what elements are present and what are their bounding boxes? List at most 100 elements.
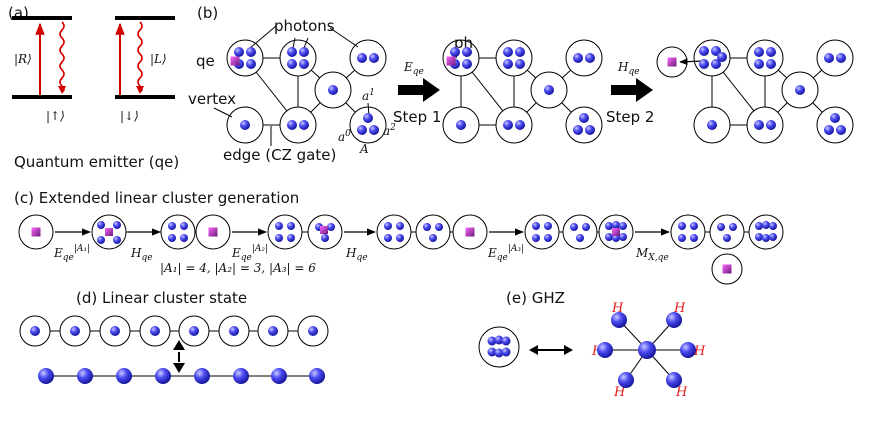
- panel-d-label: (d) Linear cluster state: [76, 289, 247, 307]
- photon-73: [429, 234, 437, 242]
- photon-and-emitter-marks: [30, 46, 846, 388]
- panel-d: (d) Linear cluster state: [19, 289, 329, 377]
- a0-label: a0: [338, 129, 351, 144]
- photon-32: [573, 125, 583, 135]
- emission-arrowhead-left: [58, 86, 66, 94]
- photon-39: [754, 47, 764, 57]
- panel-b-label: (b): [197, 4, 218, 22]
- op-E-A2: Eqe|A₂|: [231, 244, 268, 263]
- photon-23: [503, 59, 513, 69]
- quantum-emitter-1: [446, 56, 456, 66]
- ghz-equiv-arrow-left: [529, 345, 538, 355]
- photon-59: [180, 234, 188, 242]
- edge-label: edge (CZ gate): [223, 146, 336, 164]
- photon-29: [503, 120, 513, 130]
- photon-33: [585, 125, 595, 135]
- photon-37: [711, 59, 721, 69]
- photon-105: [229, 326, 239, 336]
- emission-wave-left: [59, 21, 65, 93]
- photon-63: [287, 234, 295, 242]
- quantum-emitter-5: [208, 227, 218, 237]
- photon-14: [363, 113, 373, 123]
- photon-49: [830, 113, 840, 123]
- ket-up: |↑⟩: [46, 109, 65, 123]
- step1-arrow: [398, 78, 440, 102]
- quantum-emitter-9: [722, 264, 732, 274]
- photon-46: [707, 120, 717, 130]
- photon-67: [384, 222, 392, 230]
- photon-125: [597, 342, 613, 358]
- op-E-A1: Eqe|A₁|: [53, 244, 90, 263]
- quantum-emitter-2: [667, 57, 677, 67]
- photon-66: [321, 234, 329, 242]
- photon-65: [327, 223, 335, 231]
- photon-34: [699, 46, 709, 56]
- vertex-label: vertex: [188, 90, 236, 108]
- photon-76: [532, 234, 540, 242]
- photon-50: [824, 125, 834, 135]
- photon-123: [611, 312, 627, 328]
- photon-86: [619, 233, 627, 241]
- photon-100: [30, 326, 40, 336]
- photon-112: [194, 368, 210, 384]
- photon-10: [328, 85, 338, 95]
- a1-label: a1: [362, 88, 375, 103]
- step2-arrow: [611, 78, 653, 102]
- photon-9: [369, 53, 379, 63]
- photon-53: [113, 221, 121, 229]
- photon-111: [155, 368, 171, 384]
- photon-115: [309, 368, 325, 384]
- photon-107: [308, 326, 318, 336]
- photon-81: [605, 222, 613, 230]
- photon-31: [579, 113, 589, 123]
- quantum-emitter-caption: Quantum emitter (qe): [14, 153, 179, 171]
- photon-106: [268, 326, 278, 336]
- photon-80: [576, 234, 584, 242]
- photon-20: [462, 59, 472, 69]
- step1-operator: Eqe: [403, 60, 424, 77]
- photon-68: [396, 222, 404, 230]
- photon-82: [612, 221, 620, 229]
- panel-b: (b): [188, 4, 854, 164]
- photon-16: [369, 125, 379, 135]
- step1-label: Step 1: [393, 108, 441, 126]
- photon-28: [456, 120, 466, 130]
- photon-22: [515, 47, 525, 57]
- photon-7: [299, 59, 309, 69]
- photon-42: [766, 59, 776, 69]
- photon-96: [769, 222, 777, 230]
- photon-75: [544, 222, 552, 230]
- photon-124: [666, 312, 682, 328]
- hadamard-label-4: H: [693, 344, 706, 359]
- photon-102: [110, 326, 120, 336]
- photon-38: [717, 52, 727, 62]
- quantum-emitter-8: [612, 228, 620, 236]
- ket-L: |L⟩: [150, 52, 167, 66]
- photon-83: [619, 222, 627, 230]
- set-A-label: A: [359, 142, 369, 156]
- photon-13: [299, 120, 309, 130]
- step2-operator: Hqe: [617, 60, 640, 77]
- photon-48: [766, 120, 776, 130]
- photon-116: [487, 336, 497, 346]
- photon-118: [501, 336, 511, 346]
- photon-122: [638, 341, 656, 359]
- photon-5: [299, 47, 309, 57]
- photon-69: [384, 234, 392, 242]
- photon-30: [515, 120, 525, 130]
- op-M-X: MX,qe: [635, 246, 669, 263]
- step2-label: Step 2: [606, 108, 654, 126]
- photon-89: [678, 234, 686, 242]
- photon-117: [494, 335, 504, 345]
- photon-77: [544, 234, 552, 242]
- photon-95: [762, 221, 770, 229]
- equivalence-arrow-down: [173, 363, 185, 373]
- photon-91: [717, 223, 725, 231]
- photon-18: [462, 47, 472, 57]
- set-sizes: |A₁| = 4, |A₂| = 3, |A₃| = 6: [160, 261, 316, 275]
- photon-78: [570, 223, 578, 231]
- photon-74: [532, 222, 540, 230]
- equivalence-arrow-up: [173, 340, 185, 350]
- panel-a: (a) |R⟩ |↑⟩ |L⟩ |↓⟩ Quantum emitter (qe): [8, 4, 179, 171]
- op-H-2: Hqe: [345, 246, 368, 263]
